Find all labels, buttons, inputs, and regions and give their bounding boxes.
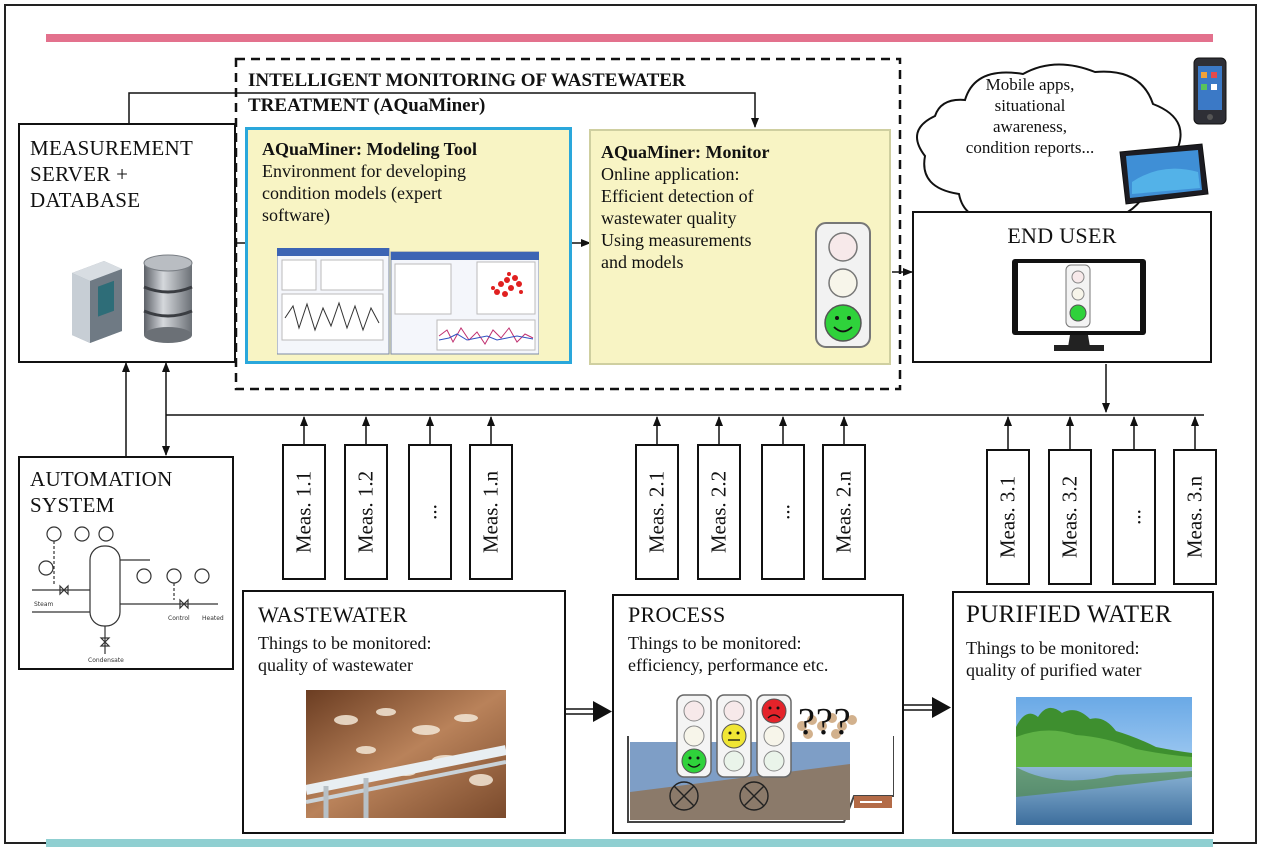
monitor-text: AQuaMiner: Monitor Online application: E… bbox=[601, 141, 769, 273]
cloud-line3: awareness, bbox=[992, 117, 1068, 136]
meas-box-2-2: Meas. 2.2 bbox=[697, 444, 741, 580]
meas-label: Meas. 2.2 bbox=[706, 470, 731, 554]
meas-label: ... bbox=[1121, 509, 1146, 525]
modeling-tool-panel: AQuaMiner: Modeling Tool Environment for… bbox=[245, 127, 572, 364]
meas-box-1-ellipsis: ... bbox=[408, 444, 452, 580]
monitor-panel: AQuaMiner: Monitor Online application: E… bbox=[589, 129, 891, 365]
meas-box-1-2: Meas. 1.2 bbox=[344, 444, 388, 580]
monitor-icon bbox=[1012, 259, 1146, 351]
monitor-suffix: : Monitor bbox=[695, 142, 770, 162]
svg-text:Control: Control bbox=[168, 615, 190, 622]
cloud-line2: situational bbox=[994, 96, 1066, 115]
bottom-accent-bar bbox=[46, 839, 1213, 847]
top-accent-bar bbox=[46, 34, 1213, 42]
wastewater-title: WASTEWATER bbox=[258, 602, 408, 627]
cloud-line4: condition reports... bbox=[965, 138, 1095, 157]
automation-line1: AUTOMATION bbox=[30, 467, 173, 491]
meas-label: ... bbox=[770, 504, 795, 520]
monitor-line4: Using measurements bbox=[601, 230, 752, 250]
server-icon bbox=[72, 261, 122, 343]
modeling-tool-text: AQuaMiner: Modeling Tool Environment for… bbox=[262, 138, 477, 226]
purified-line1: Things to be monitored: bbox=[966, 638, 1140, 658]
meas-box-2-ellipsis: ... bbox=[761, 444, 805, 580]
modeling-tool-name: AQuaMiner bbox=[262, 139, 356, 159]
meas-box-3-1: Meas. 3.1 bbox=[986, 449, 1030, 585]
process-title: PROCESS bbox=[628, 602, 726, 627]
svg-text:Steam: Steam bbox=[34, 601, 54, 608]
tablet-icon bbox=[1119, 143, 1209, 205]
wastewater-line1: Things to be monitored: bbox=[258, 633, 432, 653]
aquaminer-title: INTELLIGENT MONITORING OF WASTEWATER TRE… bbox=[248, 68, 686, 118]
purified-line2: quality of purified water bbox=[966, 660, 1142, 680]
server-to-monitor-connector bbox=[128, 92, 759, 128]
meas-label: Meas. 2.1 bbox=[644, 470, 669, 554]
svg-text:Condensate: Condensate bbox=[88, 657, 124, 664]
meas-box-2-n: Meas. 2.n bbox=[822, 444, 866, 580]
photo-icon bbox=[1016, 697, 1192, 825]
photo-icon bbox=[306, 690, 506, 818]
measurement-server-line3: DATABASE bbox=[30, 188, 141, 212]
cloud-text: Mobile apps, situational awareness, cond… bbox=[935, 74, 1125, 158]
process-box: PROCESS Things to be monitored: efficien… bbox=[612, 594, 904, 834]
meas-label: Meas. 2.n bbox=[831, 470, 856, 554]
meas-label: Meas. 3.n bbox=[1182, 475, 1207, 559]
traffic-light-red-icon bbox=[756, 694, 792, 778]
end-user-box: END USER bbox=[912, 211, 1212, 363]
purified-water-box: PURIFIED WATER Things to be monitored: q… bbox=[952, 591, 1214, 834]
meas-label: Meas. 1.n bbox=[478, 470, 503, 554]
flow-arrow-wastewater-to-process bbox=[566, 701, 612, 722]
purified-title: PURIFIED WATER bbox=[966, 601, 1172, 628]
automation-line2: SYSTEM bbox=[30, 493, 115, 517]
traffic-light-icon bbox=[815, 222, 871, 348]
measurement-server-label: MEASUREMENT SERVER + DATABASE bbox=[30, 135, 193, 213]
wastewater-box: WASTEWATER Things to be monitored: quali… bbox=[242, 590, 566, 834]
flow-arrow-process-to-purified bbox=[904, 697, 951, 718]
cloud-line1: Mobile apps, bbox=[985, 75, 1075, 94]
automation-label: AUTOMATION SYSTEM bbox=[30, 466, 173, 518]
monitor-line1: Online application: bbox=[601, 164, 740, 184]
modeling-tool-line1: Environment for developing bbox=[262, 161, 466, 181]
monitor-line2: Efficient detection of bbox=[601, 186, 754, 206]
database-icon bbox=[143, 254, 193, 343]
unknown-status-marks: ??? bbox=[798, 701, 852, 743]
measurement-server-line2: SERVER + bbox=[30, 162, 129, 186]
monitor-line3: wastewater quality bbox=[601, 208, 737, 228]
phone-icon bbox=[1193, 57, 1227, 125]
wastewater-line2: quality of wastewater bbox=[258, 655, 413, 675]
aquaminer-title-line2: TREATMENT (AQuaMiner) bbox=[248, 95, 486, 116]
monitor-line5: and models bbox=[601, 252, 684, 272]
measurement-server-box: MEASUREMENT SERVER + DATABASE bbox=[18, 123, 236, 363]
aquaminer-title-line1: INTELLIGENT MONITORING OF WASTEWATER bbox=[248, 70, 686, 91]
modeling-tool-suffix: : Modeling Tool bbox=[356, 139, 478, 159]
traffic-light-yellow-icon bbox=[716, 694, 752, 778]
meas-box-3-ellipsis: ... bbox=[1112, 449, 1156, 585]
monitor-name: AQuaMiner bbox=[601, 142, 695, 162]
meas-label: Meas. 3.2 bbox=[1057, 475, 1082, 559]
modeling-tool-line3: software) bbox=[262, 205, 330, 225]
meas-box-1-n: Meas. 1.n bbox=[469, 444, 513, 580]
screenshot-icon bbox=[277, 248, 539, 355]
meas-box-2-1: Meas. 2.1 bbox=[635, 444, 679, 580]
modeling-tool-line2: condition models (expert bbox=[262, 183, 442, 203]
svg-text:Heated: Heated bbox=[202, 615, 224, 622]
aquaminer-boundary bbox=[234, 57, 902, 391]
meas-box-3-n: Meas. 3.n bbox=[1173, 449, 1217, 585]
meas-label: Meas. 1.2 bbox=[353, 470, 378, 554]
process-line1: Things to be monitored: bbox=[628, 633, 802, 653]
process-line2: efficiency, performance etc. bbox=[628, 655, 829, 675]
meas-label: Meas. 1.1 bbox=[291, 470, 316, 554]
traffic-light-green-icon bbox=[676, 694, 712, 778]
meas-label: ... bbox=[417, 504, 442, 520]
measurement-up-arrows bbox=[300, 416, 1199, 449]
meas-box-1-1: Meas. 1.1 bbox=[282, 444, 326, 580]
meas-box-3-2: Meas. 3.2 bbox=[1048, 449, 1092, 585]
measurement-server-line1: MEASUREMENT bbox=[30, 136, 194, 160]
end-user-title: END USER bbox=[1007, 223, 1117, 248]
meas-label: Meas. 3.1 bbox=[995, 475, 1020, 559]
